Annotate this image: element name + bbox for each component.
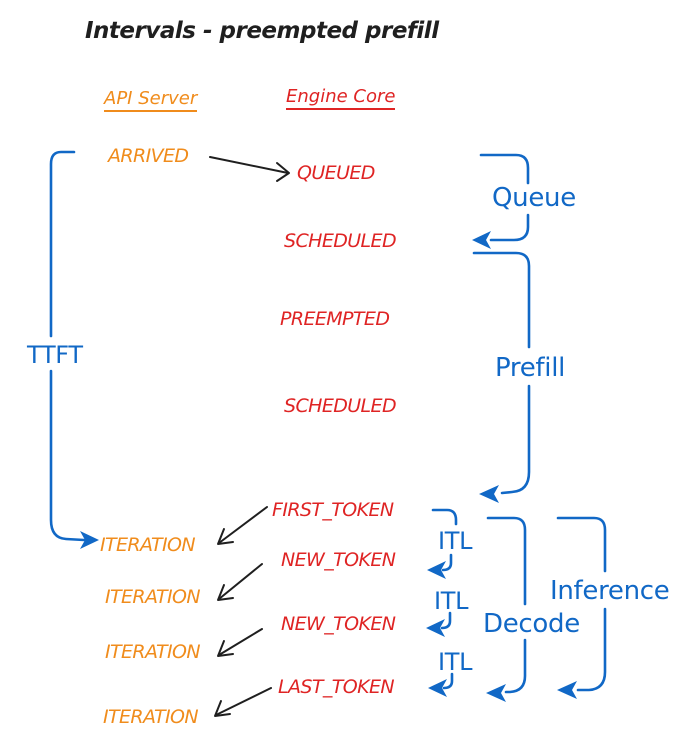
decode-bracket [486,516,527,702]
inference-label: Inference [550,576,670,606]
itl-label-3: ITL [438,648,473,676]
itl-arrowhead-3 [428,679,447,697]
decode-arrowhead [486,684,506,702]
engine-core-header: Engine Core [286,87,396,110]
api-server-header: API Server [104,89,198,112]
ttft-label: TTFT [27,341,83,369]
diagram-title: Intervals - preempted prefill [85,18,439,44]
itl-label-1: ITL [438,527,473,555]
prefill-arrowhead [479,485,499,503]
event-iteration-2: ITERATION [105,586,201,608]
ttft-bracket [49,150,99,549]
prefill-bracket [472,251,531,503]
itl-arrowhead-1 [427,561,446,579]
inference-bracket [556,516,607,699]
event-new-token-1: NEW_TOKEN [281,549,396,571]
queue-arrowhead [472,231,491,249]
event-last-token: LAST_TOKEN [278,676,395,698]
queue-label: Queue [492,183,576,213]
itl-bracket-2 [426,611,452,637]
itl-bracket-1 [427,508,458,579]
itl-label-2: ITL [434,587,469,615]
event-new-token-2: NEW_TOKEN [281,613,396,635]
itl-arrowhead-2 [426,619,445,637]
event-queued: QUEUED [297,162,375,184]
arrow-new-token-1-iteration [217,563,263,601]
event-iteration-1: ITERATION [100,534,196,556]
queue-bracket [472,153,530,249]
ttft-arrowhead [80,531,99,549]
event-iteration-4: ITERATION [103,706,199,728]
inference-arrowhead [557,681,577,699]
arrow-arrived-queued [209,156,290,182]
event-iteration-3: ITERATION [105,641,201,663]
decode-label: Decode [483,609,580,639]
prefill-label: Prefill [495,353,566,383]
event-scheduled-2: SCHEDULED [284,395,397,417]
itl-bracket-3 [428,672,454,697]
event-first-token: FIRST_TOKEN [272,499,394,521]
event-preempted: PREEMPTED [280,308,390,330]
arrow-first-token-iteration [217,506,268,545]
event-scheduled-1: SCHEDULED [284,230,397,252]
event-arrived: ARRIVED [108,145,189,167]
arrow-last-token-iteration [214,687,272,717]
arrow-new-token-2-iteration [217,628,263,657]
